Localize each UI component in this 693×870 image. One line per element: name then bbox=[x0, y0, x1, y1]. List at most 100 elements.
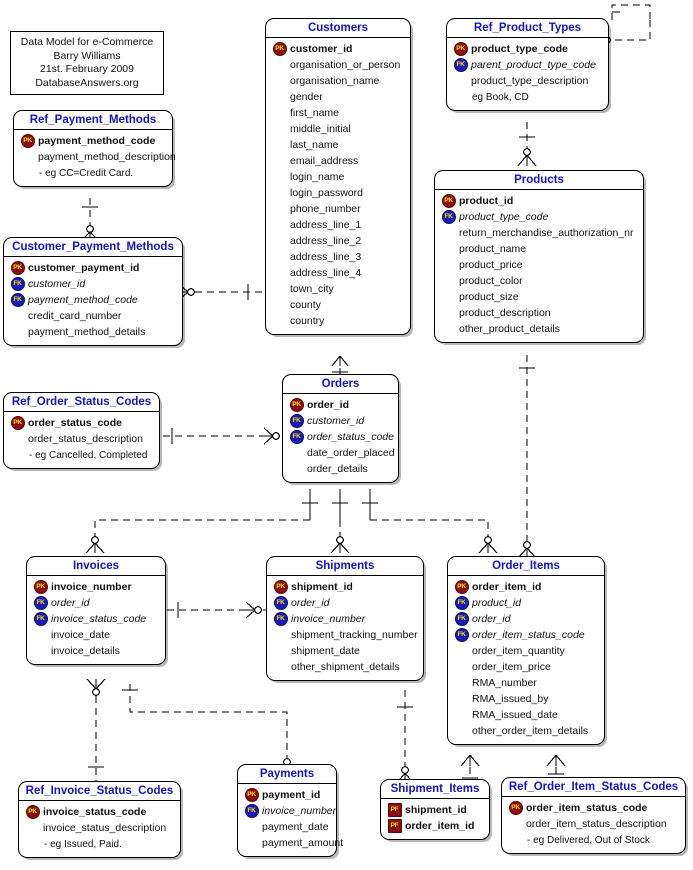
attribute-name: - eg Delivered, Out of Stock bbox=[527, 834, 650, 846]
entity-title: Ref_Order_Status_Codes bbox=[4, 393, 159, 412]
attribute-name: product_id bbox=[472, 597, 522, 609]
attribute-row: - eg CC=Credit Card. bbox=[18, 165, 170, 181]
attribute-name: product_id bbox=[459, 195, 514, 207]
attribute-name: order_id bbox=[291, 597, 330, 609]
attribute-name: other_product_details bbox=[459, 323, 560, 335]
attribute-key-slot: PK bbox=[271, 580, 290, 594]
entity-title: Customers bbox=[266, 19, 410, 38]
crowsfoot-shipments-many-invoices bbox=[245, 601, 262, 619]
attribute-row: order_status_description bbox=[8, 431, 157, 447]
fk-key-icon: FK bbox=[454, 612, 469, 626]
attribute-row: payment_method_details bbox=[8, 324, 180, 340]
attribute-name: invoice_number bbox=[51, 581, 132, 593]
attribute-row: phone_number bbox=[270, 201, 408, 217]
attribute-row: shipment_date bbox=[271, 643, 421, 659]
attribute-name: product_type_description bbox=[471, 75, 589, 87]
attribute-name: eg Book, CD bbox=[472, 91, 529, 103]
attribute-name: first_name bbox=[290, 107, 340, 119]
attribute-name: other_shipment_details bbox=[291, 661, 400, 673]
attribute-name: county bbox=[290, 299, 321, 311]
entity-title: Shipment_Items bbox=[381, 780, 489, 799]
attribute-row: address_line_4 bbox=[270, 265, 408, 281]
attribute-name: invoice_number bbox=[262, 805, 337, 817]
entity-title: Payments bbox=[238, 765, 336, 784]
crowsfoot-order-items-many-item-status bbox=[546, 754, 566, 767]
attribute-row: - eg Issued, Paid. bbox=[23, 836, 178, 852]
attribute-name: other_order_item_details bbox=[472, 725, 589, 737]
attribute-row: address_line_3 bbox=[270, 249, 408, 265]
attribute-row: last_name bbox=[270, 137, 408, 153]
attribute-name: login_password bbox=[290, 187, 363, 199]
attribute-name: - eg Issued, Paid. bbox=[44, 838, 122, 850]
attribute-name: product_name bbox=[459, 243, 527, 255]
attribute-row: RMA_issued_by bbox=[452, 691, 602, 707]
attribute-name: customer_id bbox=[290, 43, 353, 55]
fk-key-icon: FK bbox=[10, 277, 25, 291]
attribute-row: - eg Delivered, Out of Stock bbox=[506, 832, 683, 848]
pk-key-icon: PK bbox=[273, 580, 288, 594]
attribute-name: order_status_description bbox=[28, 433, 143, 445]
attribute-row: product_type_description bbox=[451, 73, 606, 89]
pk-key-icon: PK bbox=[453, 42, 468, 56]
attribute-name: product_color bbox=[459, 275, 523, 287]
attribute-name: RMA_issued_by bbox=[472, 693, 549, 705]
attribute-row: order_item_price bbox=[452, 659, 602, 675]
attribute-name: product_type_code bbox=[471, 43, 568, 55]
attribute-name: invoice_details bbox=[51, 645, 120, 657]
attribute-key-slot: FK bbox=[31, 612, 50, 626]
attribute-name: country bbox=[290, 315, 325, 327]
attribute-name: order_id bbox=[51, 597, 90, 609]
attribute-name: order_details bbox=[307, 463, 368, 475]
attribute-name: - eg Cancelled, Completed bbox=[29, 449, 148, 461]
attribute-row: date_order_placed bbox=[287, 445, 396, 461]
crowsfoot-shipments-many-orders bbox=[330, 536, 350, 554]
attribute-row: payment_date bbox=[242, 819, 334, 835]
attribute-name: middle_initial bbox=[290, 123, 351, 135]
entity-title: Ref_Payment_Methods bbox=[14, 111, 172, 130]
attribute-name: address_line_4 bbox=[290, 267, 362, 279]
attribute-row: other_product_details bbox=[439, 321, 641, 337]
attribute-row: order_item_quantity bbox=[452, 643, 602, 659]
pk-key-icon: PK bbox=[20, 134, 35, 148]
attribute-name: order_id bbox=[307, 399, 350, 411]
fk-key-icon: FK bbox=[10, 293, 25, 307]
attribute-name: product_price bbox=[459, 259, 523, 271]
attribute-row: gender bbox=[270, 89, 408, 105]
attribute-row: credit_card_number bbox=[8, 308, 180, 324]
attribute-name: customer_payment_id bbox=[28, 262, 140, 274]
attribute-name: payment_amount bbox=[262, 837, 344, 849]
attribute-key-slot: PK bbox=[18, 134, 37, 148]
attribute-row: invoice_status_description bbox=[23, 820, 178, 836]
attribute-name: - eg CC=Credit Card. bbox=[39, 167, 134, 179]
attribute-row: email_address bbox=[270, 153, 408, 169]
pk-key-icon: PK bbox=[508, 801, 523, 815]
